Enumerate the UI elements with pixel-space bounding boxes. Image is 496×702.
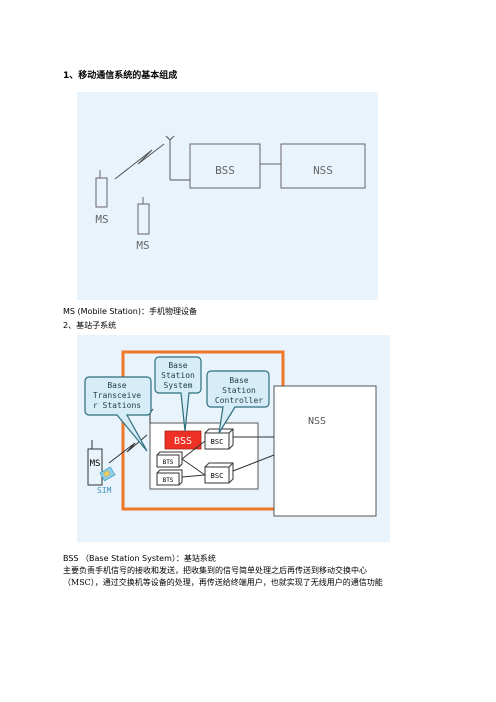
ms-label: MS [90,459,101,469]
bsc-bottom-box [204,462,234,484]
bts-top-label: BTS [163,459,174,466]
diagram-1-background [77,92,378,300]
diagram-2: NSS BSS BSC BSC BTS BTS [77,335,390,542]
bss-box [189,143,261,189]
nss-box [280,143,366,189]
callout-bts-line2: Transceive [93,391,141,400]
section2-heading: 2、基站子系统 [63,321,117,330]
bss-label: BSS [215,164,235,177]
callout-bts-line3: r Stations [93,401,141,410]
radio-link-icon [114,143,165,180]
callout-bsc-line1: Base [229,376,248,385]
nss-label: NSS [313,164,333,177]
ms1-label: MS [95,213,108,226]
callout-bss-line1: Base [168,361,187,370]
sim-card-icon [99,466,116,482]
section2-body-line1: 主要负责手机信号的接收和发送，把收集到的信号简单处理之后再传送到移动交换中心 [63,566,367,575]
callout-bss-line2: Station [161,371,195,380]
callout-bts-line1: Base [107,381,126,390]
mobile-phone-icon [87,440,103,486]
bss-label: BSS [174,436,192,447]
callout-bsc [206,370,270,434]
mobile-phone-icon [137,197,150,235]
mobile-phone-icon [95,170,108,208]
diagram-1: BSS NSS MS MS [77,92,378,300]
nss-label: NSS [308,416,326,427]
callout-bss-line3: System [164,381,193,390]
link-lines [181,436,275,478]
nss-box [273,385,377,517]
bss-highlight-box [164,430,202,450]
section1-caption: MS (Mobile Station)：手机物理设备 [63,307,197,316]
bsc-bottom-label: BSC [211,472,224,480]
callout-bsc-line3: Controller [215,396,263,405]
ms2-label: MS [136,239,149,252]
sim-label: SIM [97,486,112,495]
section2-body-line2: （MSC），通过交换机等设备的处理，再传送给终端用户，也就实现了无线用户的通信功… [63,578,383,587]
radio-link-icon [108,434,148,464]
bts-top-box [156,451,183,468]
bsc-top-label: BSC [211,438,224,446]
callout-bsc-line2: Station [222,386,256,395]
bts-bottom-label: BTS [163,477,174,484]
section1-heading: 1、移动通信系统的基本组成 [63,71,178,81]
callout-bss [154,356,202,432]
section2-caption: BSS （Base Station System）：基站系统 [63,554,216,563]
bts-bottom-box [156,469,183,486]
antenna-icon [165,135,190,181]
callout-bts [84,376,152,452]
